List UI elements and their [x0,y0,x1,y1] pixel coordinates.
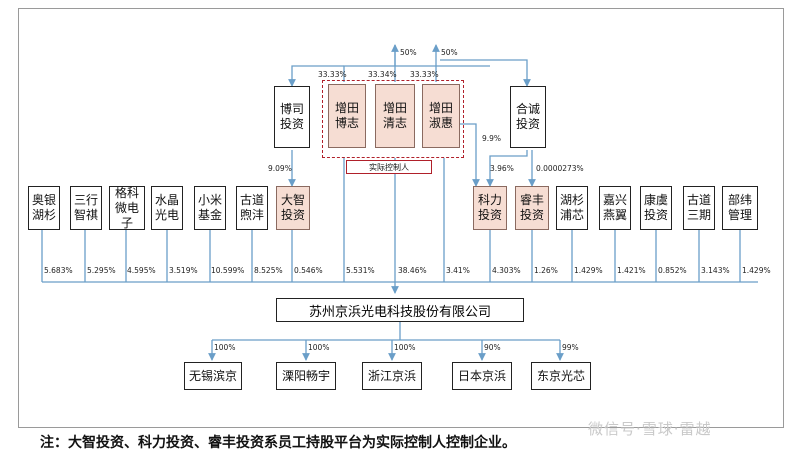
pct-sub-1: 100% [214,343,236,352]
node-sj: 水晶 光电 [151,186,183,230]
actual-controller-label: 实际控制人 [346,160,432,174]
pct-gd3: 3.143% [701,266,730,275]
pct-gk: 4.595% [127,266,156,275]
node-gk: 格科 微电子 [109,186,145,230]
pct-to-boss-2: 33.34% [368,70,397,79]
node-hecheng-investment: 合诚 投资 [510,86,546,148]
node-gd: 古道 煦沣 [236,186,268,230]
pct-sub-5: 99% [562,343,579,352]
node-masuda-hiroshi: 增田 博志 [328,84,366,148]
node-bf: 部纬 管理 [722,186,758,230]
pct-top-50-left: 50% [400,48,417,57]
watermark: 微信号·雪球·雷越 [588,420,712,438]
pct-sub-2: 100% [308,343,330,352]
node-kl: 科力 投资 [473,186,507,230]
pct-boss-dz: 9.09% [268,164,292,173]
node-sub-zhejiang: 浙江京浜 [362,362,422,390]
node-sx: 三行 智祺 [70,186,102,230]
pct-sub-4: 90% [484,343,501,352]
node-dz: 大智 投资 [276,186,310,230]
pct-hs: 1.429% [574,266,603,275]
pct-hc-kl: 3.96% [490,164,514,173]
pct-ay: 5.683% [44,266,73,275]
line-to-hecheng [440,59,531,87]
pct-kl2: 0.852% [658,266,687,275]
pct-sx: 5.295% [87,266,116,275]
pct-gd: 8.525% [254,266,283,275]
pct-kl: 4.303% [492,266,521,275]
pct-dz: 0.546% [294,266,323,275]
pct-direct-zt-bz: 5.531% [346,266,375,275]
pct-zt-kl: 9.9% [482,134,502,143]
pct-to-boss-3: 33.33% [410,70,439,79]
node-sub-wuxi: 无锡滨京 [184,362,242,390]
pct-bf: 1.429% [742,266,771,275]
line-zt-kl [460,123,480,187]
pct-to-boss-1: 33.33% [318,70,347,79]
node-boss-investment: 博司 投资 [274,86,310,148]
line-to-boss [288,65,344,87]
node-gd3: 古道 三期 [683,186,715,230]
node-xm: 小米 基金 [194,186,226,230]
pct-sj: 3.519% [169,266,198,275]
pct-rf: 1.26% [534,266,558,275]
pct-xm: 10.599% [211,266,245,275]
row-stubs [41,230,741,282]
node-masuda-shukei: 增田 淑惠 [422,84,460,148]
node-sub-liyang: 溧阳畅宇 [276,362,336,390]
node-rf: 睿丰 投资 [515,186,549,230]
actual-controller-group [322,80,464,158]
footnote: 注：大智投资、科力投资、睿丰投资系员工持股平台为实际控制人控制企业。 [40,435,516,451]
node-jx: 嘉兴 燕翼 [599,186,631,230]
pct-hc-rf: 0.0000273% [536,164,584,173]
pct-jx: 1.421% [617,266,646,275]
pct-top-50-right: 50% [441,48,458,57]
diagram-frame [18,8,784,428]
pct-direct-zt-qz: 38.46% [398,266,427,275]
node-masuda-kiyoshi: 增田 清志 [375,84,415,148]
node-hs: 湖杉 浦芯 [556,186,588,230]
node-sub-japan: 日本京浜 [452,362,512,390]
pct-direct-zt-sh: 3.41% [446,266,470,275]
node-kl2: 康虞 投资 [640,186,672,230]
line-hc-kl [486,150,528,187]
node-sub-tokyo: 东京光芯 [531,362,591,390]
node-ay: 奥银 湖杉 [28,186,60,230]
main-company: 苏州京浜光电科技股份有限公司 [276,298,524,322]
pct-sub-3: 100% [394,343,416,352]
